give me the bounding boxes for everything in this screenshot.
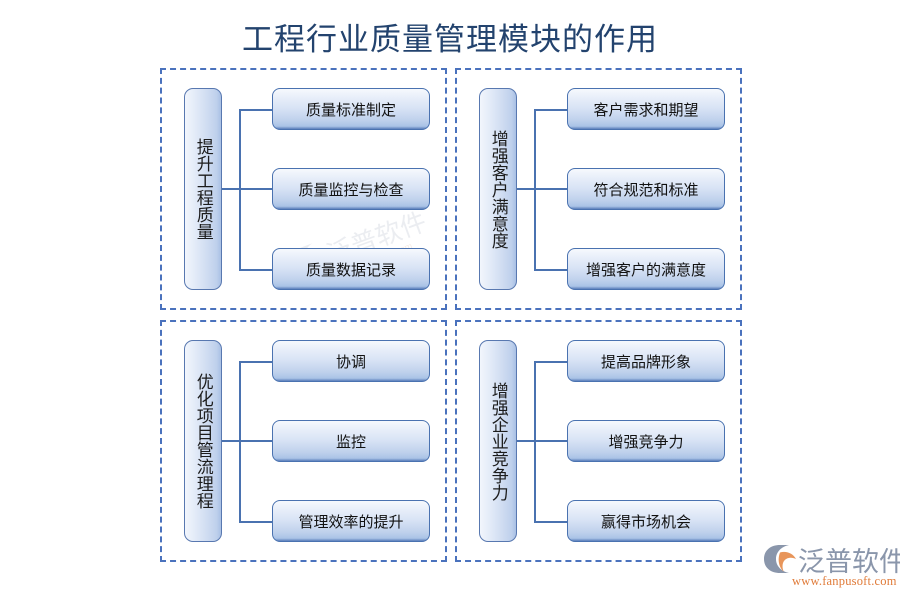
connector-branch [239,521,273,523]
connector-trunk [534,109,536,270]
connector-branch [239,188,273,190]
connector-trunk [534,361,536,522]
page-title: 工程行业质量管理模块的作用 [242,22,658,57]
connector-stub [222,440,240,442]
quadrant-label-text: 优化项目管流理程 [193,373,213,509]
connector-branch [534,269,568,271]
connector-branch [239,361,273,363]
child-node[interactable]: 质量数据记录 [272,248,430,290]
child-node[interactable]: 赢得市场机会 [567,500,725,542]
child-node[interactable]: 管理效率的提升 [272,500,430,542]
connector-branch [239,440,273,442]
connector-branch [239,109,273,111]
brand-name: 泛普软件 [798,547,900,577]
child-node[interactable]: 增强客户的满意度 [567,248,725,290]
connector-stub [222,188,240,190]
child-node[interactable]: 符合规范和标准 [567,168,725,210]
connector-trunk [239,361,241,522]
connector-stub [517,440,535,442]
connector-stub [517,188,535,190]
quadrant-label-text: 增强客户满意度 [488,129,508,249]
quadrant-enhance-customer-satisfaction: 增强客户满意度 客户需求和期望 符合规范和标准 增强客户的满意度 [455,68,742,310]
brand-logo: 泛普软件 www.fanpusoft.com [762,540,900,592]
child-node[interactable]: 客户需求和期望 [567,88,725,130]
quadrant-label-box[interactable]: 提升工程质量 [184,88,222,290]
quadrant-enhance-enterprise-competitiveness: 增强企业竞争力 提高品牌形象 增强竞争力 赢得市场机会 [455,320,742,562]
connector-branch [534,188,568,190]
fanpu-logo-icon [764,545,796,573]
quadrant-label-box[interactable]: 增强客户满意度 [479,88,517,290]
connector-branch [534,109,568,111]
quadrant-optimize-project-management-process: 优化项目管流理程 协调 监控 管理效率的提升 [160,320,447,562]
connector-branch [534,361,568,363]
connector-branch [534,521,568,523]
child-node[interactable]: 质量标准制定 [272,88,430,130]
quadrant-label-box[interactable]: 优化项目管流理程 [184,340,222,542]
quadrant-label-box[interactable]: 增强企业竞争力 [479,340,517,542]
quadrant-label-text: 提升工程质量 [193,138,213,240]
child-node[interactable]: 提高品牌形象 [567,340,725,382]
connector-branch [239,269,273,271]
quadrant-label-text: 增强企业竞争力 [488,381,508,501]
child-node[interactable]: 协调 [272,340,430,382]
child-node[interactable]: 监控 [272,420,430,462]
brand-url: www.fanpusoft.com [792,574,897,588]
child-node[interactable]: 增强竞争力 [567,420,725,462]
connector-branch [534,440,568,442]
connector-trunk [239,109,241,270]
child-node[interactable]: 质量监控与检查 [272,168,430,210]
quadrant-improve-engineering-quality: 提升工程质量 质量标准制定 质量监控与检查 质量数据记录 [160,68,447,310]
